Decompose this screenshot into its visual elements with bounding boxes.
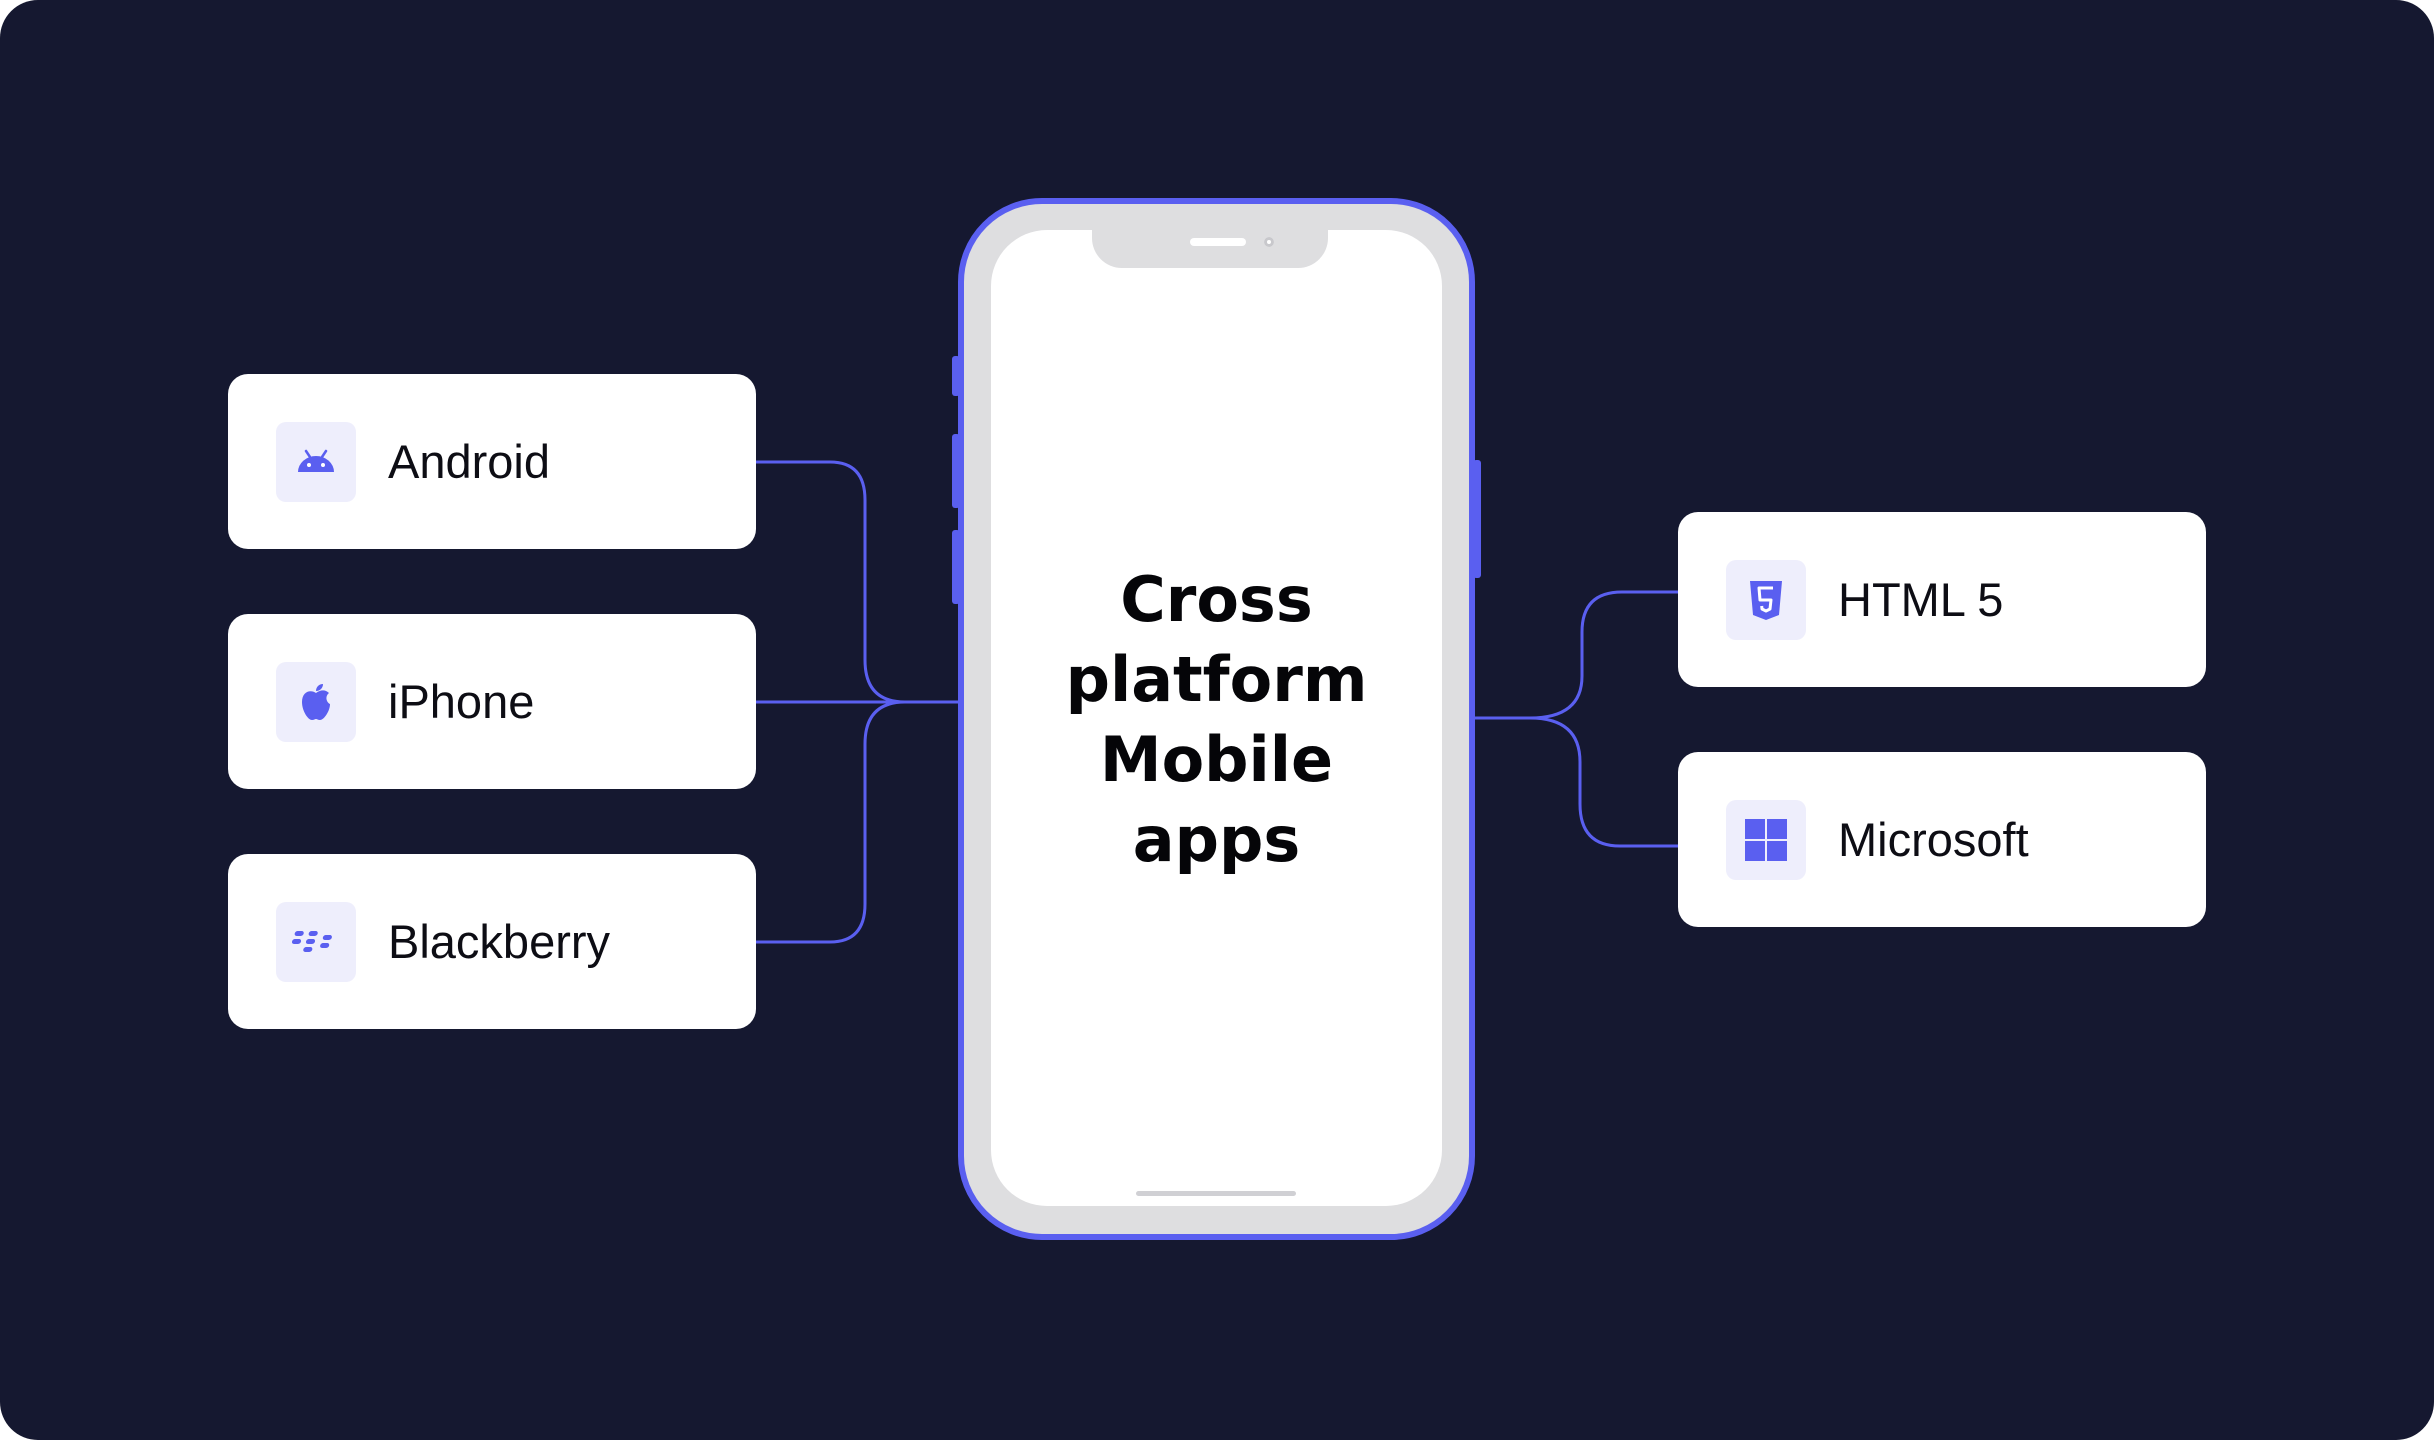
center-title-line: Cross — [1120, 563, 1313, 636]
platform-label: Blackberry — [388, 915, 611, 968]
connector-blackberry — [756, 700, 960, 944]
android-icon — [276, 422, 356, 502]
center-title: Cross platform Mobile apps — [991, 560, 1442, 880]
connector-html5 — [1475, 590, 1678, 720]
phone-side-button — [1473, 460, 1481, 578]
platform-label: Microsoft — [1838, 813, 2029, 866]
apple-icon — [276, 662, 356, 742]
center-title-line: platform — [1065, 643, 1368, 716]
phone-screen — [991, 230, 1442, 1206]
phone-side-button — [952, 530, 960, 604]
platform-card-iphone: iPhone — [228, 614, 756, 789]
center-title-line: Mobile — [1099, 723, 1334, 796]
blackberry-icon — [276, 902, 356, 982]
platform-card-android: Android — [228, 374, 756, 549]
phone-side-button — [952, 356, 960, 396]
phone-home-indicator — [1136, 1191, 1296, 1196]
phone-speaker — [1190, 238, 1246, 246]
platform-label: Android — [388, 435, 550, 488]
html5-icon — [1726, 560, 1806, 640]
platform-card-blackberry: Blackberry — [228, 854, 756, 1029]
windows-icon — [1726, 800, 1806, 880]
platform-label: HTML 5 — [1838, 573, 2004, 626]
center-title-line: apps — [1132, 803, 1301, 876]
platform-card-microsoft: Microsoft — [1678, 752, 2206, 927]
platform-label: iPhone — [388, 675, 535, 728]
connector-android — [756, 460, 960, 704]
connector-microsoft — [1475, 716, 1678, 848]
phone-camera — [1264, 237, 1274, 247]
platform-card-html5: HTML 5 — [1678, 512, 2206, 687]
phone-side-button — [952, 434, 960, 508]
